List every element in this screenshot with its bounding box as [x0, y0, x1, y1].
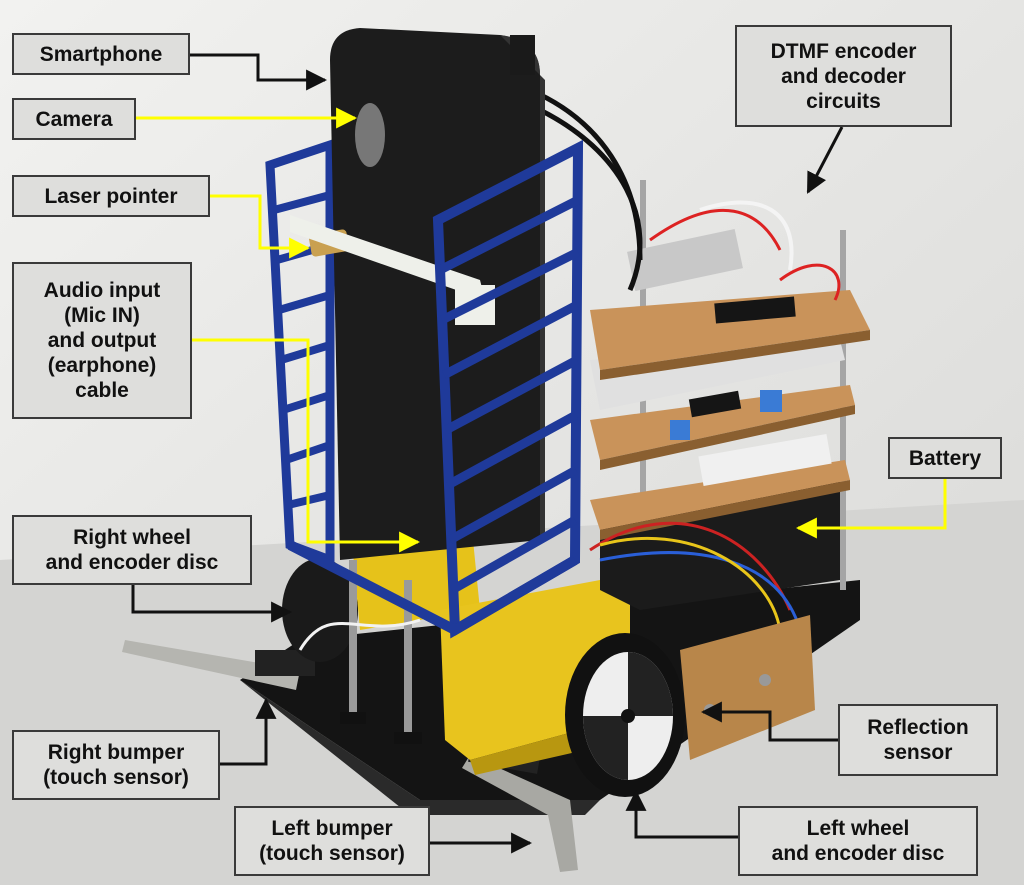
trimmer-1 [760, 390, 782, 412]
nut-2 [394, 732, 422, 744]
encoder-sector-2 [583, 716, 628, 780]
pointer-right-wheel [131, 585, 293, 623]
pcb-bottom [590, 460, 850, 530]
smartphone-body [330, 28, 540, 560]
wire-red-2 [779, 263, 841, 301]
reflection-sensor-board [680, 615, 815, 760]
encoder-sector-1 [628, 652, 673, 716]
pcb-bottom-edge [600, 480, 850, 540]
label-right-bumper: Right bumper (touch sensor) [12, 730, 220, 800]
label-smartphone: Smartphone [12, 33, 190, 75]
pointer-smartphone [190, 53, 328, 91]
label-battery: Battery [888, 437, 1002, 479]
right-bumper-strip [122, 640, 300, 690]
sensor-screw-1 [759, 674, 771, 686]
wire-white-1 [699, 200, 794, 271]
sensor-screw-2 [704, 704, 716, 716]
pcb-top-edge [600, 330, 870, 380]
pcb-middle [590, 385, 855, 460]
ic-chip-2 [688, 390, 742, 418]
phone-top-button [510, 35, 535, 75]
wire-red-1 [649, 208, 782, 251]
phone-camera-lens [355, 103, 385, 167]
ic-chip [714, 296, 796, 324]
pointer-reflection [700, 701, 838, 742]
pointer-audio-cable [192, 338, 421, 553]
gray-module [627, 229, 743, 291]
wheel-hub [621, 709, 635, 723]
label-laser-pointer: Laser pointer [12, 175, 210, 217]
label-left-wheel: Left wheel and encoder disc [738, 806, 978, 876]
white-connector-row [698, 433, 832, 487]
label-right-wheel: Right wheel and encoder disc [12, 515, 252, 585]
pointer-dtmf [806, 126, 844, 194]
wire-yellow [599, 536, 782, 631]
label-audio-cable: Audio input (Mic IN) and output (earphon… [12, 262, 192, 419]
pcb-middle-edge [600, 405, 855, 470]
pointer-laser [210, 194, 311, 259]
yellow-motor-shade [470, 700, 630, 775]
wire-black-2 [538, 107, 643, 291]
label-camera: Camera [12, 98, 136, 140]
right-wheel [282, 558, 358, 662]
label-dtmf: DTMF encoder and decoder circuits [735, 25, 952, 127]
wire-red-battery [589, 521, 792, 611]
blue-frame-right-rungs [437, 195, 581, 594]
pcb-top [590, 290, 870, 370]
wire-white-2 [298, 618, 421, 651]
pointer-left-wheel [625, 789, 738, 839]
rod-1 [349, 560, 357, 720]
blue-frame-bottom [287, 540, 578, 636]
pointer-battery [795, 475, 947, 539]
rod-2 [404, 580, 412, 740]
pointer-right-bumper [220, 697, 277, 766]
label-reflection-sensor: Reflection sensor [838, 704, 998, 776]
nut-1 [340, 712, 366, 724]
label-left-bumper: Left bumper (touch sensor) [234, 806, 430, 876]
trimmer-2 [670, 420, 690, 440]
